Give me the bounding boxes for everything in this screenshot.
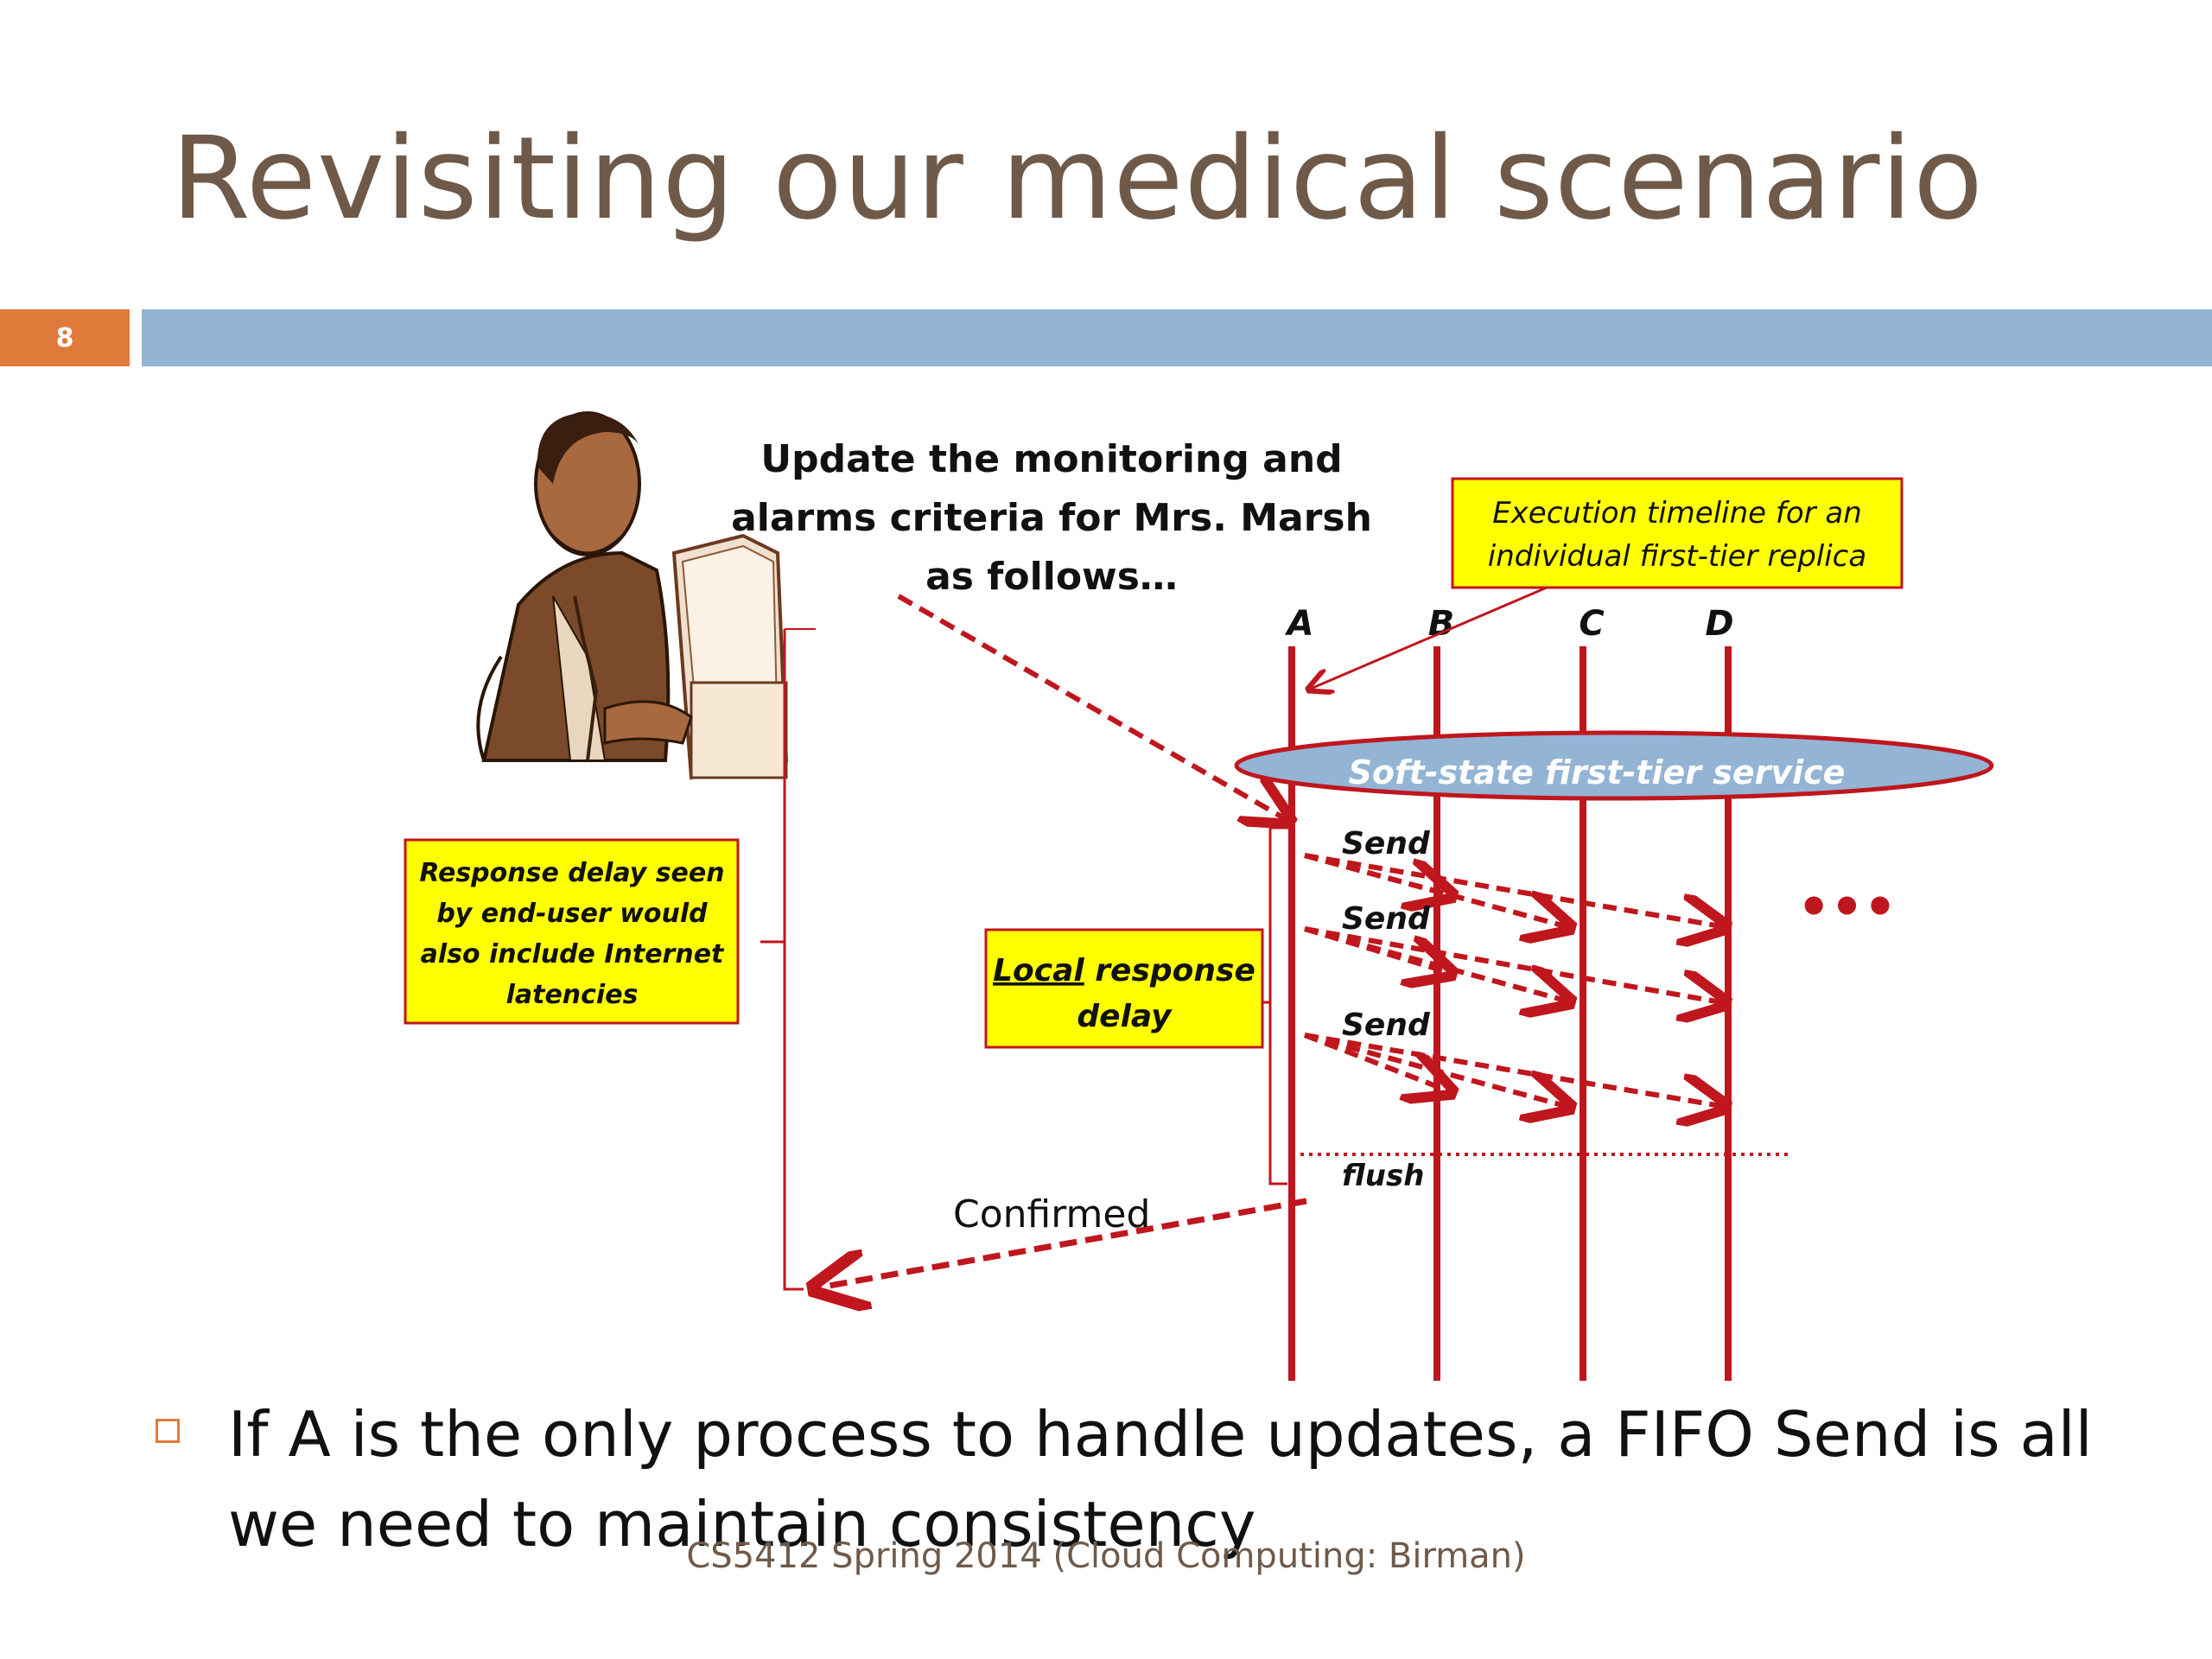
response-delay-callout-box [404,838,740,1025]
update-text-line-2: alarms criteria for Mrs. Marsh [731,496,1372,540]
timeline-callout-line-1: Execution timeline for an [1492,496,1862,531]
confirmed-arrow [819,1198,1307,1287]
soft-state-service-ellipse [1234,730,1994,801]
bullet-square-icon [156,1419,180,1443]
bullet-text: If A is the only process to handle updat… [228,1398,2093,1560]
end-user-delay-bracket [783,629,804,1291]
send-label-2: Send [1342,901,1431,937]
confirmed-label: Confirmed [953,1192,1150,1236]
page-title: Revisiting our medical scenario [171,112,1984,245]
slide-number: 8 [0,309,130,366]
local-delay-bracket [1268,826,1287,1185]
process-label-d: D [1705,604,1733,644]
send-arrows [1303,853,1721,1106]
timeline-callout-line-2: individual first-tier replica [1488,539,1866,574]
local-delay-underlined: Local [993,953,1084,988]
continuation-ellipsis: ••• [1797,877,1897,938]
slide-footer: CS5412 Spring 2014 (Cloud Computing: Bir… [686,1536,1526,1576]
response-delay-line-1: Response delay seen [419,858,724,888]
response-delay-line-2: by end-user would [436,899,708,929]
local-delay-line-2: delay [1077,999,1173,1034]
timeline-callout-pointer [1311,586,1548,689]
service-label: Soft-state first-tier service [1349,753,1846,791]
response-delay-line-4: latencies [506,980,639,1010]
response-delay-line-3: also include Internet [421,939,725,969]
send-label-1: Send [1342,826,1431,861]
title-divider-bar [142,309,2212,366]
flush-label: flush [1342,1159,1424,1193]
update-request-arrow [897,594,1286,819]
send-label-3: Send [1342,1007,1431,1043]
update-text-line-3: as follows… [925,555,1178,599]
local-delay-callout-box [984,928,1264,1049]
process-label-c: C [1579,604,1604,644]
update-text-line-1: Update the monitoring and [760,437,1342,481]
local-delay-rest: response [1084,953,1255,988]
user-at-computer-illustration [476,411,789,780]
local-delay-line-1: Local response [993,953,1255,988]
process-label-a: A [1285,604,1314,644]
timeline-callout-box [1451,477,1904,589]
